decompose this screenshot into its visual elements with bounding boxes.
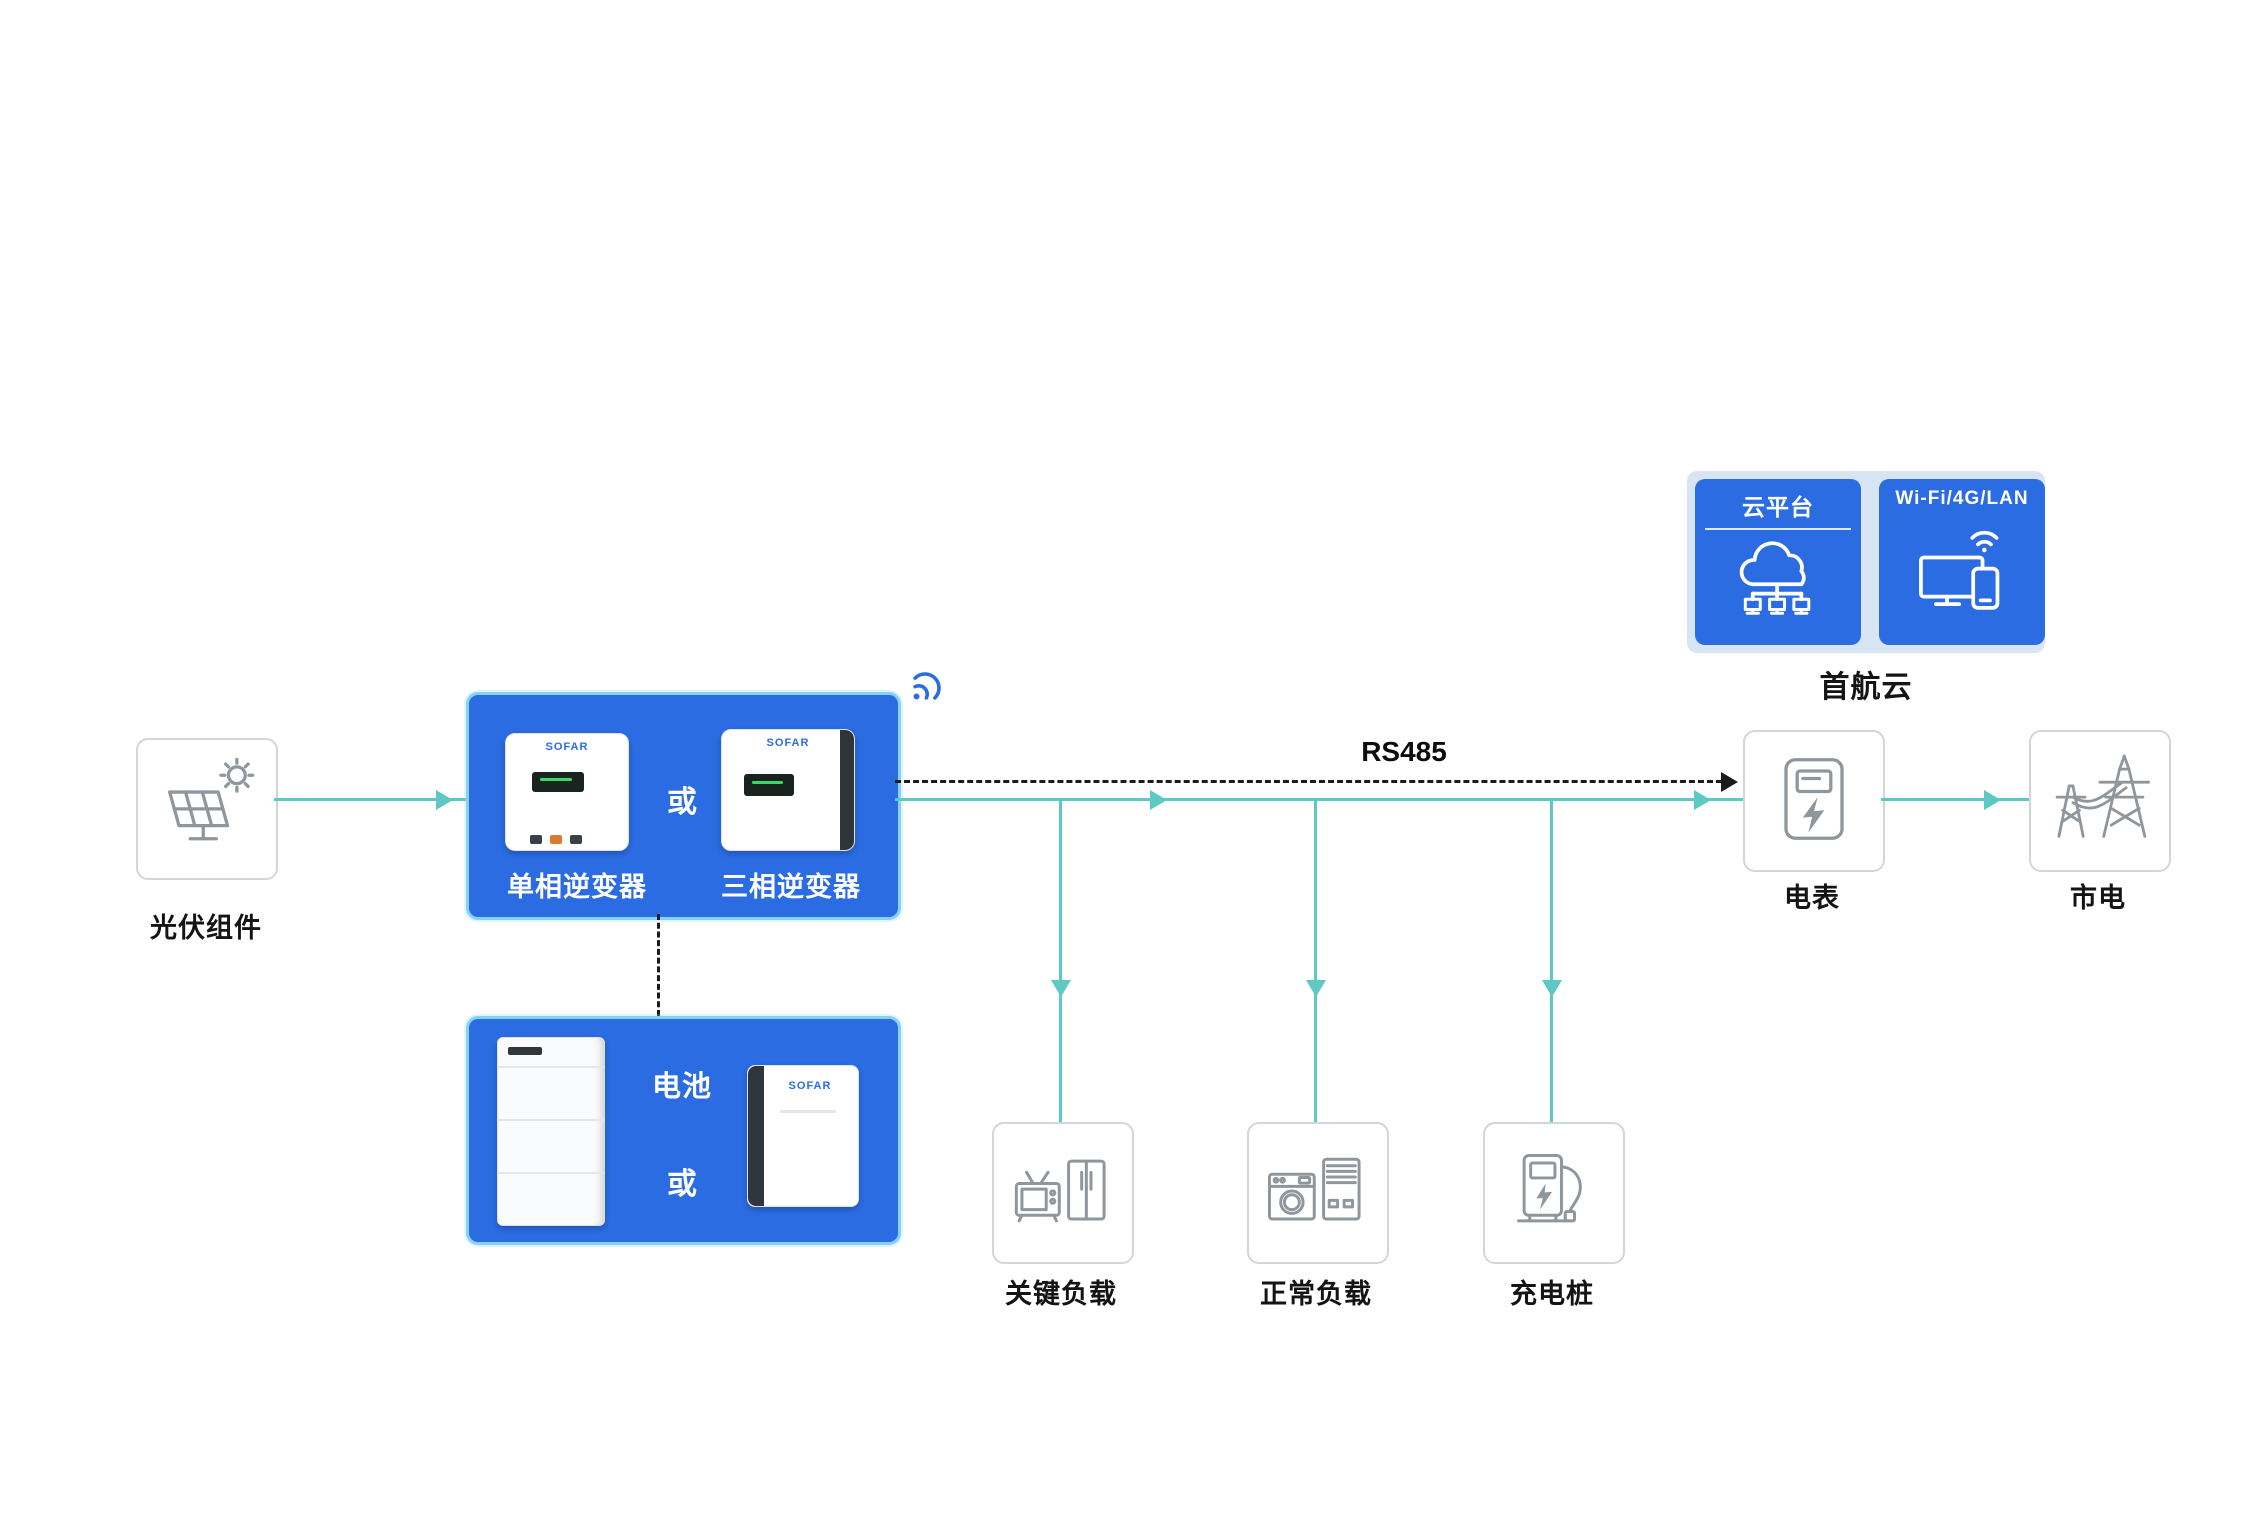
normal-load-label: 正常负载	[1260, 1279, 1372, 1309]
power-tower-icon	[2044, 743, 2156, 860]
inverter-brand: SOFAR	[545, 741, 589, 753]
grid-label: 市电	[2070, 883, 2126, 913]
single-phase-inverter-label: 单相逆变器	[507, 872, 647, 902]
branch-line-critical-load	[1059, 798, 1062, 1122]
single-phase-inverter-image: SOFAR	[505, 733, 629, 851]
monitor-phone-wifi-icon	[1879, 510, 2045, 645]
cloud-label: 首航云	[1819, 671, 1913, 704]
washer-appliance-icon	[1262, 1135, 1374, 1252]
power-line-main-bus	[895, 798, 1743, 801]
cloud-panel: 云平台 Wi-Fi/4G/LAN	[1687, 471, 2045, 653]
battery-brand: SOFAR	[788, 1080, 832, 1092]
tile-divider	[1705, 528, 1851, 530]
meter-node	[1743, 730, 1885, 872]
pv-node	[136, 738, 278, 880]
meter-label: 电表	[1784, 883, 1840, 913]
normal-load-node	[1247, 1122, 1389, 1264]
cloud-platform-label: 云平台	[1742, 494, 1814, 520]
battery-label: 电池	[651, 1071, 712, 1103]
arrowhead-right	[1150, 790, 1167, 810]
power-line-pv-to-inverter	[274, 798, 466, 801]
pv-label: 光伏组件	[150, 913, 262, 943]
rs485-label: RS485	[1361, 736, 1447, 767]
wifi-signal-icon	[903, 666, 947, 710]
solar-panel-icon	[151, 751, 263, 868]
cloud-network-icon	[1695, 530, 1861, 645]
battery-stripe	[748, 1066, 764, 1206]
power-line-meter-to-grid	[1881, 798, 2029, 801]
branch-line-normal-load	[1314, 798, 1317, 1122]
inverter-or-label: 或	[667, 786, 697, 819]
stack-battery-image	[497, 1037, 605, 1226]
ev-charger-icon	[1498, 1135, 1610, 1252]
inverter-heatsink	[840, 730, 854, 850]
critical-load-label: 关键负载	[1005, 1279, 1117, 1309]
arrowhead-down	[1051, 980, 1071, 997]
inverter-screen	[744, 774, 794, 796]
battery-comm-dashed-line	[657, 914, 660, 1016]
three-phase-inverter-label: 三相逆变器	[721, 872, 861, 902]
inverter-brand: SOFAR	[766, 737, 810, 749]
critical-load-node	[992, 1122, 1134, 1264]
three-phase-inverter-image: SOFAR	[721, 729, 855, 851]
wall-battery-image: SOFAR	[747, 1065, 859, 1207]
arrowhead-right	[1694, 790, 1711, 810]
arrowhead-down	[1542, 980, 1562, 997]
arrowhead-right-black	[1721, 772, 1738, 792]
battery-or-label: 或	[667, 1168, 697, 1201]
branch-line-ev-charger	[1550, 798, 1553, 1122]
wifi-4g-lan-label: Wi-Fi/4G/LAN	[1895, 488, 2029, 509]
arrowhead-right	[1984, 790, 2001, 810]
battery-group-box: 电池 或 SOFAR	[466, 1016, 901, 1245]
tv-fridge-icon	[1007, 1135, 1119, 1252]
ev-charger-node	[1483, 1122, 1625, 1264]
ev-charger-label: 充电桩	[1510, 1279, 1594, 1309]
cloud-platform-tile: 云平台	[1695, 479, 1861, 645]
inverter-screen	[532, 772, 584, 792]
arrowhead-down	[1306, 980, 1326, 997]
arrowhead-right	[436, 790, 453, 810]
inverter-group-box: SOFAR 或 SOFAR 单相逆变器 三相逆变器	[466, 692, 901, 920]
energy-meter-icon	[1758, 743, 1870, 860]
rs485-dashed-line	[895, 780, 1722, 783]
inverter-connectors	[530, 835, 582, 844]
connectivity-tile: Wi-Fi/4G/LAN	[1879, 479, 2045, 645]
grid-node	[2029, 730, 2171, 872]
